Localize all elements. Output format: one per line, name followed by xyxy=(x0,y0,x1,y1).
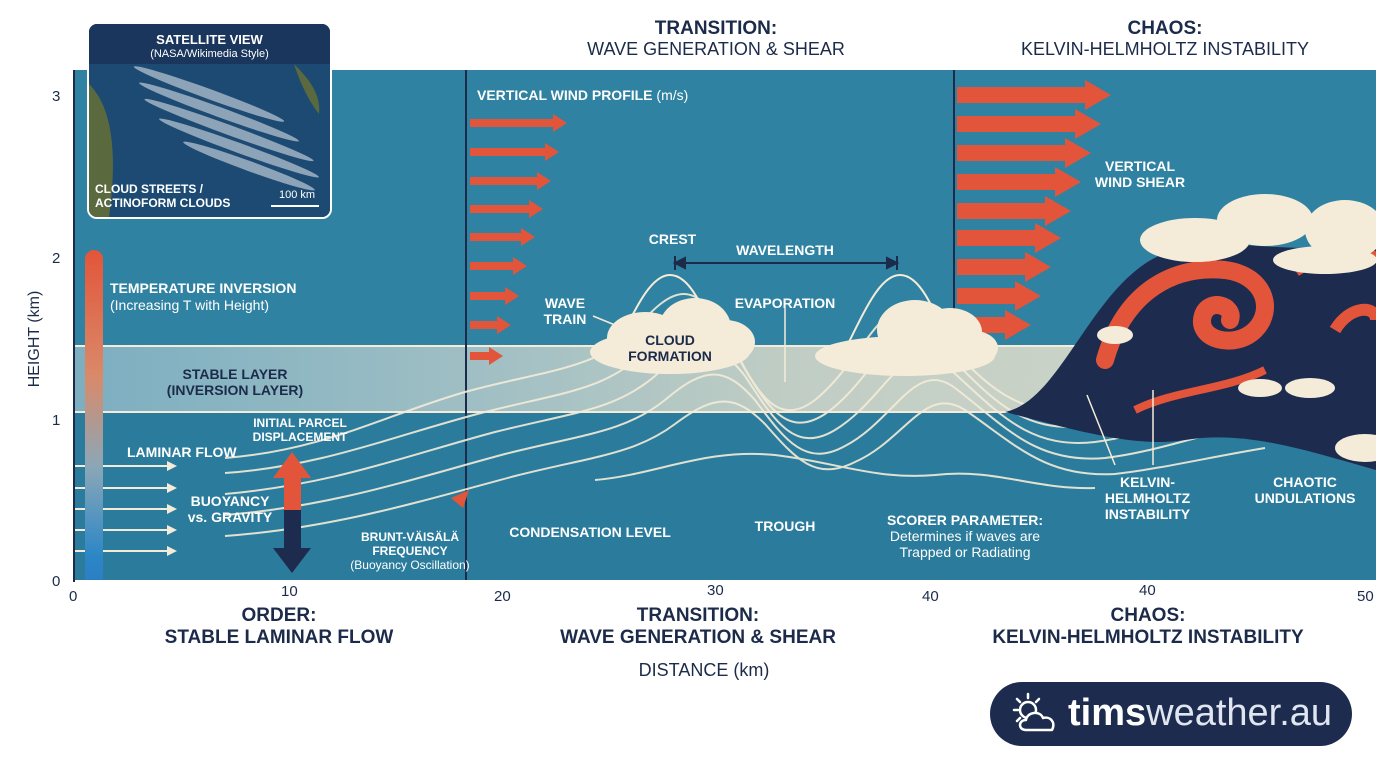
wind-profile-unit: (m/s) xyxy=(656,87,689,103)
logo-text-tims: tims xyxy=(1068,692,1147,734)
y-tick-0: 0 xyxy=(52,573,61,590)
wavelength-bracket xyxy=(672,256,900,270)
scorer-line2: Determines if waves are xyxy=(889,528,1041,544)
wave-train-line2: TRAIN xyxy=(543,311,587,327)
brunt-marker xyxy=(451,490,469,508)
top-transition-title: TRANSITION: xyxy=(654,18,778,39)
parcel-displacement-arrow xyxy=(273,452,311,573)
kh-billows xyxy=(1005,194,1376,470)
evaporation-label: EVAPORATION xyxy=(734,295,836,311)
logo-text: timsweather.au xyxy=(1068,690,1332,736)
wind-profile-arrows xyxy=(470,114,567,365)
cloud-formation-label: CLOUD FORMATION xyxy=(620,332,720,364)
top-chaos-title: CHAOS: xyxy=(1127,18,1203,39)
bottom-transition-title: TRANSITION: xyxy=(636,605,760,626)
satellite-caption-line2: ACTINOFORM CLOUDS xyxy=(95,196,231,210)
vertical-wind-profile-label: VERTICAL WIND PROFILE (m/s) xyxy=(477,87,797,103)
satellite-title: SATELLITE VIEW xyxy=(156,32,263,47)
top-chaos-subtitle: KELVIN-HELMHOLTZ INSTABILITY xyxy=(1020,39,1310,59)
scorer-parameter-label: SCORER PARAMETER: Determines if waves ar… xyxy=(865,512,1065,560)
temperature-gradient-bar xyxy=(85,250,103,580)
x-axis-label: DISTANCE (km) xyxy=(638,660,770,680)
x-tick-30: 30 xyxy=(707,582,724,599)
condensation-level-label: CONDENSATION LEVEL xyxy=(509,524,671,540)
laminar-flow-label: LAMINAR FLOW xyxy=(127,444,237,460)
scorer-line3: Trapped or Radiating xyxy=(899,544,1031,560)
temperature-inversion-label: TEMPERATURE INVERSION xyxy=(110,280,297,296)
chaotic-undulations-label: CHAOTIC UNDULATIONS xyxy=(1250,474,1360,506)
x-tick-20: 20 xyxy=(494,588,511,605)
logo-text-weather: weather.au xyxy=(1146,692,1333,734)
brunt-line2: FREQUENCY xyxy=(372,544,448,558)
bottom-chaos-subtitle: KELVIN-HELMHOLTZ INSTABILITY xyxy=(992,627,1304,648)
chaotic-line1: CHAOTIC xyxy=(1273,474,1337,490)
y-tick-3: 3 xyxy=(52,88,61,105)
stable-layer-line2: (INVERSION LAYER) xyxy=(166,382,304,398)
satellite-scale: 100 km xyxy=(278,189,316,201)
bottom-chaos-title: CHAOS: xyxy=(1110,605,1186,626)
satellite-caption-line1: CLOUD STREETS / xyxy=(95,182,204,196)
wave-clouds xyxy=(590,298,998,376)
wind-profile-title: VERTICAL WIND PROFILE xyxy=(477,87,653,103)
stable-layer-label: STABLE LAYER (INVERSION LAYER) xyxy=(145,366,325,398)
cloud-formation-line1: CLOUD xyxy=(645,332,695,348)
initial-parcel-line1: INITIAL PARCEL xyxy=(253,416,347,430)
x-tick-10: 10 xyxy=(281,583,298,600)
cloud-streets xyxy=(133,66,319,191)
x-tick-0: 0 xyxy=(69,588,78,605)
y-axis-label: HEIGHT (km) xyxy=(26,290,43,388)
pointer-lines xyxy=(592,308,1154,466)
y-axis-line xyxy=(73,70,75,582)
kh-instability-label: KELVIN- HELMHOLTZ INSTABILITY xyxy=(1085,474,1210,522)
brunt-vaisala-label: BRUNT-VÄISÄLÄ FREQUENCY (Buoyancy Oscill… xyxy=(335,530,485,572)
vertical-shear-line1: VERTICAL xyxy=(1105,158,1175,174)
initial-parcel-line2: DISPLACEMENT xyxy=(252,430,348,444)
x-tick-40a: 40 xyxy=(922,588,939,605)
brand-logo[interactable]: timsweather.au xyxy=(990,682,1352,746)
stable-layer-line1: STABLE LAYER xyxy=(182,366,288,382)
wavelength-label: WAVELENGTH xyxy=(736,242,834,258)
satellite-caption: CLOUD STREETS / ACTINOFORM CLOUDS xyxy=(95,182,265,210)
satellite-subtitle: (NASA/Wikimedia Style) xyxy=(150,48,269,60)
bottom-order-subtitle: STABLE LAMINAR FLOW xyxy=(164,627,394,648)
chaotic-line2: UNDULATIONS xyxy=(1254,490,1356,506)
cloud-formation-line2: FORMATION xyxy=(628,348,712,364)
brunt-line3: (Buoyancy Oscillation) xyxy=(350,558,470,572)
vertical-shear-line2: WIND SHEAR xyxy=(1094,174,1186,190)
buoyancy-label: BUOYANCY vs. GRAVITY xyxy=(180,493,280,525)
y-tick-1: 1 xyxy=(52,412,61,429)
bottom-transition-subtitle: WAVE GENERATION & SHEAR xyxy=(560,627,836,648)
y-tick-2: 2 xyxy=(52,250,61,267)
trough-label: TROUGH xyxy=(754,518,816,534)
buoyancy-line2: vs. GRAVITY xyxy=(187,509,273,525)
x-tick-50: 50 xyxy=(1357,588,1374,605)
diagram-panel: TEMPERATURE INVERSION (Increasing T with… xyxy=(75,70,1376,580)
kh-line2: HELMHOLTZ xyxy=(1104,490,1191,506)
wave-train-label: WAVE TRAIN xyxy=(535,295,595,327)
vertical-shear-label: VERTICAL WIND SHEAR xyxy=(1085,158,1195,190)
satellite-inset: SATELLITE VIEW (NASA/Wikimedia Style) CL… xyxy=(87,22,332,219)
initial-parcel-label: INITIAL PARCEL DISPLACEMENT xyxy=(240,416,360,444)
wave-train-line1: WAVE xyxy=(544,295,586,311)
bottom-order-title: ORDER: xyxy=(241,605,317,626)
satellite-image xyxy=(89,24,330,217)
kh-line3: INSTABILITY xyxy=(1104,506,1191,522)
shear-arrows xyxy=(957,80,1111,340)
brunt-line1: BRUNT-VÄISÄLÄ xyxy=(361,530,459,544)
temperature-inversion-sub: (Increasing T with Height) xyxy=(110,297,269,313)
buoyancy-line1: BUOYANCY xyxy=(190,493,270,509)
crest-label: CREST xyxy=(648,231,697,247)
scorer-line1: SCORER PARAMETER: xyxy=(886,512,1044,528)
top-transition-subtitle: WAVE GENERATION & SHEAR xyxy=(587,39,845,59)
x-tick-40b: 40 xyxy=(1139,582,1156,599)
kh-line1: KELVIN- xyxy=(1120,474,1175,490)
sun-cloud-icon xyxy=(1012,692,1055,732)
